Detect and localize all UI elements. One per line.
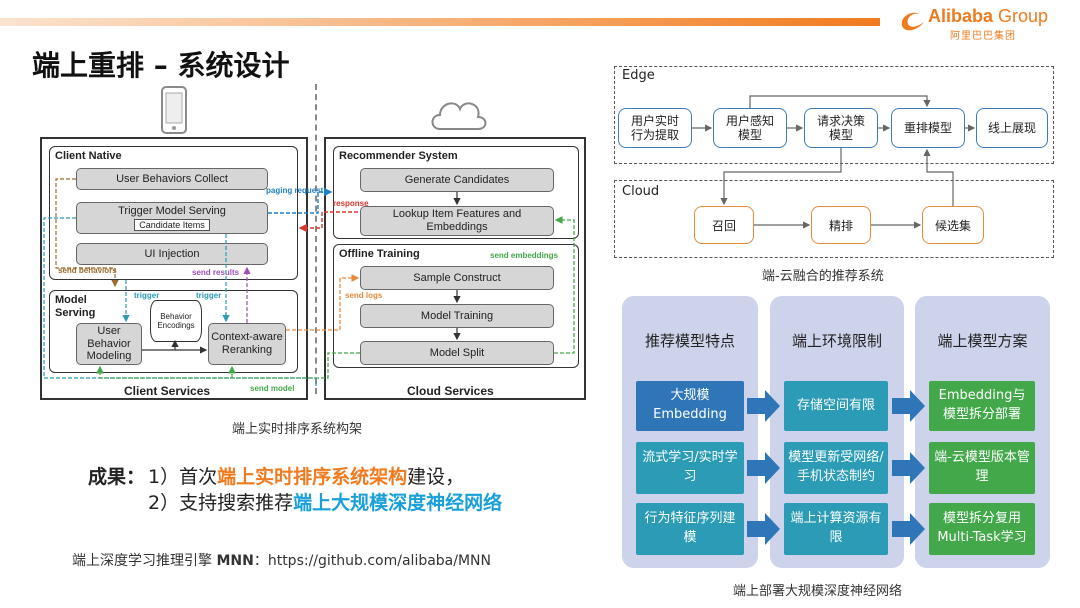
client-native-group	[49, 146, 298, 280]
edge-behavior-extract: 用户实时 行为提取	[618, 108, 692, 148]
header-accent-bar	[0, 18, 880, 26]
results-line-1: 1）首次端上实时排序系统架构建设，	[148, 466, 465, 488]
edge-cloud-connectors	[692, 95, 976, 229]
mnn-reference: 端上深度学习推理引擎 MNN：https://github.com/alibab…	[72, 553, 492, 569]
trigger-label-left: trigger	[134, 291, 160, 300]
arrow-r2-b	[892, 452, 925, 484]
cell-r2-c1: 流式学习/实时学 习	[636, 442, 744, 494]
trigger-label-right: trigger	[196, 291, 222, 300]
model-training-box: Model Training	[360, 304, 554, 328]
send-results-label: send results	[192, 268, 240, 277]
results-label: 成果：	[88, 466, 146, 488]
edge-perception-model: 用户感知 模型	[713, 108, 787, 148]
cell-r2-c3: 端-云模型版本管 理	[929, 442, 1035, 494]
offline-training-group	[333, 244, 579, 368]
cloud-candidates: 候选集	[922, 206, 984, 244]
table-arrows	[747, 390, 925, 545]
cell-r3-c1: 行为特征序列建 模	[636, 503, 744, 555]
client-native-label: Client Native	[55, 150, 122, 162]
behavior-encodings-cylinder: Behavior Encodings	[150, 300, 202, 342]
cloud-label: Cloud	[622, 184, 660, 199]
phone-icon	[161, 86, 187, 134]
edge-rerank-model: 重排模型	[891, 108, 965, 148]
logo-chinese: 阿里巴巴集团	[950, 31, 1016, 42]
edge-cloud-divider	[315, 84, 317, 394]
page-title: 端上重排 – 系统设计	[32, 49, 290, 82]
ui-injection-box: UI Injection	[76, 243, 268, 265]
cell-r3-c3: 模型拆分复用 Multi-Task学习	[929, 503, 1035, 555]
lookup-features-box: Lookup Item Features and Embeddings	[360, 206, 554, 236]
send-logs-label: send logs	[345, 291, 383, 300]
cloud-recall: 召回	[694, 206, 754, 244]
cloud-region	[614, 180, 1054, 258]
offline-training-label: Offline Training	[339, 248, 420, 260]
generate-candidates-box: Generate Candidates	[360, 168, 554, 192]
edge-online-display: 线上展现	[976, 108, 1048, 148]
user-behavior-modeling-box: User Behavior Modeling	[76, 323, 142, 365]
model-serving-label: Model Serving	[55, 294, 96, 320]
context-aware-reranking-box: Context-aware Reranking	[208, 323, 286, 365]
edge-decision-model: 请求决策 模型	[804, 108, 878, 148]
candidate-items-label: Candidate Items	[134, 218, 210, 231]
client-services-label: Client Services	[124, 384, 211, 398]
cloud-icon	[431, 102, 487, 130]
arrow-r2-a	[747, 452, 780, 484]
cell-r3-c2: 端上计算资源有 限	[784, 503, 888, 555]
arrow-r1-b	[892, 390, 925, 422]
trigger-model-serving-label: Trigger Model Serving	[118, 205, 226, 217]
architecture-connectors	[43, 178, 575, 388]
column-1-header: 推荐模型特点	[644, 332, 735, 350]
send-model-label: send model	[250, 384, 295, 393]
user-behaviors-collect-box: User Behaviors Collect	[76, 168, 268, 190]
logo-wordmark: Alibaba Group	[928, 6, 1049, 26]
cloud-fine-rank: 精排	[811, 206, 871, 244]
edge-cloud-caption: 端-云融合的推荐系统	[762, 269, 884, 284]
model-serving-group	[49, 290, 298, 373]
column-2-header: 端上环境限制	[791, 332, 882, 350]
column-3-header: 端上模型方案	[937, 332, 1028, 350]
results-line-2: 2）支持搜索推荐端上大规模深度神经网络	[148, 492, 503, 514]
arrow-r3-b	[892, 513, 925, 545]
cell-r2-c2: 模型更新受网络/ 手机状态制约	[784, 442, 888, 494]
cell-r1-c1: 大规模 Embedding	[636, 381, 744, 431]
edge-region	[614, 66, 1054, 164]
recommender-system-label: Recommender System	[339, 150, 458, 162]
trigger-model-serving-box: Trigger Model Serving Candidate Items	[76, 202, 268, 234]
cell-r1-c2: 存储空间有限	[784, 381, 888, 431]
sample-construct-box: Sample Construct	[360, 266, 554, 290]
architecture-caption: 端上实时排序系统构架	[232, 422, 363, 437]
paging-request-label: paging request	[266, 186, 324, 195]
alibaba-logo-icon	[901, 12, 924, 31]
table-caption: 端上部署大规模深度神经网络	[733, 584, 903, 599]
send-behaviors-label: send behaviors	[58, 266, 117, 275]
cell-r1-c3: Embedding与 模型拆分部署	[929, 381, 1035, 431]
arrow-r3-a	[747, 513, 780, 545]
cloud-services-label: Cloud Services	[407, 384, 494, 398]
edge-label: Edge	[622, 68, 655, 83]
response-label: response	[333, 199, 369, 208]
model-split-box: Model Split	[360, 341, 554, 365]
recommender-system-group	[333, 146, 579, 239]
send-embeddings-label: send embeddings	[490, 251, 559, 260]
arrow-r1-a	[747, 390, 780, 422]
